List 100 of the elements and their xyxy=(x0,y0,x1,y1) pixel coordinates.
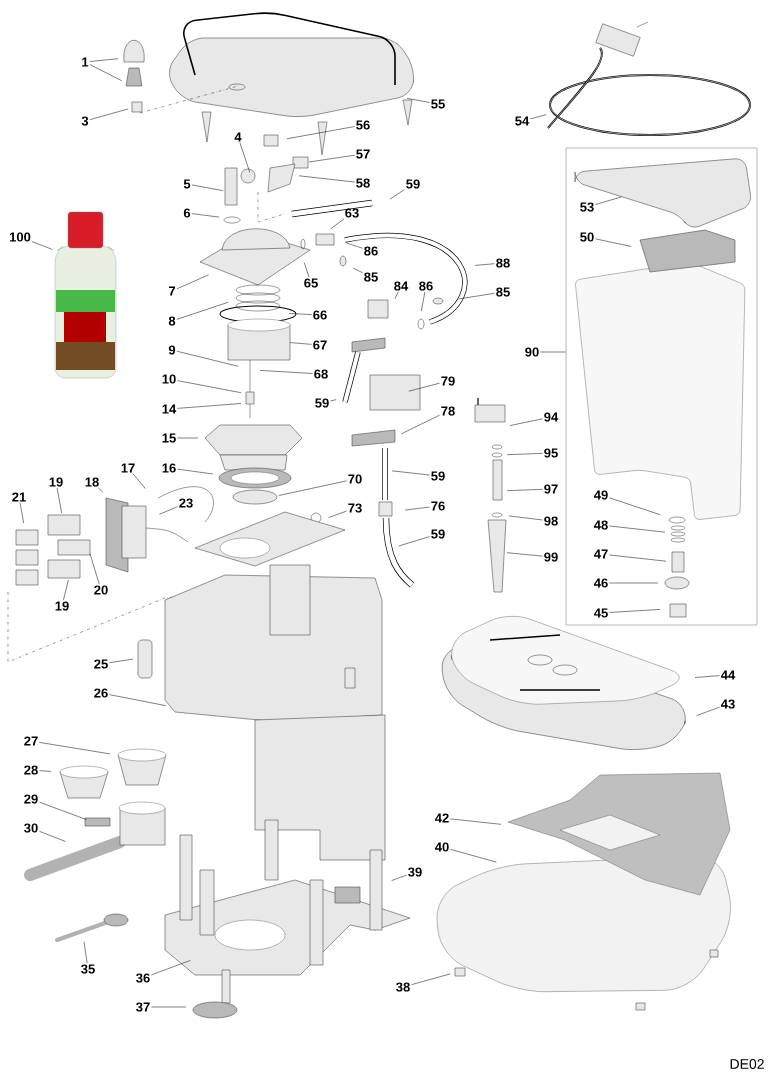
leader-line xyxy=(83,941,88,964)
callout-number: 23 xyxy=(179,498,193,508)
leader-line xyxy=(609,497,661,516)
leader-line xyxy=(39,770,52,772)
leader-line xyxy=(177,380,242,393)
leader-line xyxy=(506,552,543,557)
callout-number: 19 xyxy=(55,601,69,611)
leader-line xyxy=(97,487,104,493)
callout-number: 30 xyxy=(24,823,38,833)
callout-number: 59 xyxy=(406,179,420,189)
leader-line xyxy=(346,242,363,249)
callout-number: 36 xyxy=(136,973,150,983)
leader-line xyxy=(191,213,220,218)
callout-number: 25 xyxy=(94,659,108,669)
callout-number: 1 xyxy=(82,57,89,67)
callout-number: 43 xyxy=(721,699,735,709)
callout-number: 76 xyxy=(431,501,445,511)
callout-number: 49 xyxy=(594,490,608,500)
callout-number: 70 xyxy=(348,474,362,484)
callout-number: 15 xyxy=(162,433,176,443)
leader-line xyxy=(530,114,547,120)
leader-line xyxy=(394,291,399,299)
leader-line xyxy=(474,263,495,266)
leader-line xyxy=(406,98,430,103)
callout-number: 90 xyxy=(525,347,539,357)
leader-line xyxy=(39,831,66,842)
callout-number: 3 xyxy=(81,116,89,126)
callout-number: 84 xyxy=(394,281,409,291)
callout-number: 86 xyxy=(364,246,378,256)
callout-number: 6 xyxy=(183,208,191,218)
leader-line xyxy=(177,468,214,475)
callout-number: 86 xyxy=(419,281,433,291)
leader-line xyxy=(89,108,129,120)
callout-number: 95 xyxy=(544,448,558,458)
callout-number: 94 xyxy=(544,412,559,422)
leader-line xyxy=(609,609,661,613)
callout-number: 18 xyxy=(85,477,99,487)
callout-number: 68 xyxy=(314,369,328,379)
leader-line xyxy=(176,350,239,367)
callout-number: 98 xyxy=(544,516,558,526)
leader-line xyxy=(391,470,430,476)
callout-number: 59 xyxy=(315,398,329,408)
leader-line xyxy=(609,582,659,584)
callout-number: 14 xyxy=(162,404,177,414)
leader-line xyxy=(508,515,543,521)
callout-number: 55 xyxy=(431,99,445,109)
leader-line xyxy=(177,403,242,409)
callout-number: 20 xyxy=(94,585,108,595)
leader-line xyxy=(289,342,312,345)
callout-number: 38 xyxy=(396,982,410,992)
assembly-frame xyxy=(565,147,758,626)
leader-line xyxy=(63,579,69,601)
callout-number: 73 xyxy=(348,503,362,513)
leader-line xyxy=(411,973,451,985)
leader-line xyxy=(303,262,310,278)
callout-number: 17 xyxy=(121,463,135,473)
callout-number: 35 xyxy=(81,964,95,974)
callout-number: 59 xyxy=(431,529,445,539)
leader-line xyxy=(595,238,632,247)
leader-line xyxy=(401,414,440,435)
leader-line xyxy=(176,274,209,290)
callout-number: 59 xyxy=(431,471,445,481)
callout-number: 4 xyxy=(234,132,242,142)
callout-number: 40 xyxy=(435,842,449,852)
leader-line xyxy=(609,525,666,533)
callout-number: 79 xyxy=(441,376,455,386)
leader-line xyxy=(109,658,134,663)
callout-number: 100 xyxy=(9,232,31,242)
leader-line xyxy=(151,1006,187,1008)
leader-line xyxy=(19,502,24,524)
callout-number: 88 xyxy=(496,258,510,268)
leader-line xyxy=(308,155,355,163)
callout-number: 46 xyxy=(594,578,608,588)
leader-line xyxy=(506,453,543,455)
callout-number: 58 xyxy=(356,178,370,188)
leader-line xyxy=(151,960,191,976)
leader-line xyxy=(353,267,363,273)
leader-line xyxy=(286,126,355,140)
callout-number: 28 xyxy=(24,765,38,775)
callout-number: 19 xyxy=(49,477,63,487)
callout-number: 37 xyxy=(136,1002,150,1012)
callout-number: 7 xyxy=(168,286,176,296)
leader-line xyxy=(506,489,543,491)
callout-number: 27 xyxy=(24,736,38,746)
leader-line xyxy=(509,418,543,426)
callout-number: 85 xyxy=(496,287,510,297)
callout-number: 29 xyxy=(24,794,38,804)
leader-line xyxy=(694,675,720,678)
leader-line xyxy=(404,506,430,511)
callout-number: 10 xyxy=(162,374,176,384)
callout-number: 99 xyxy=(544,552,558,562)
callout-number: 9 xyxy=(168,345,176,355)
callout-number: 78 xyxy=(441,406,455,416)
leader-line xyxy=(176,301,229,320)
leader-line xyxy=(278,480,347,496)
callout-number: 85 xyxy=(364,272,378,282)
leader-line xyxy=(595,196,622,205)
leader-line xyxy=(288,313,312,315)
callout-number: 56 xyxy=(356,120,370,130)
leader-line xyxy=(298,175,355,183)
